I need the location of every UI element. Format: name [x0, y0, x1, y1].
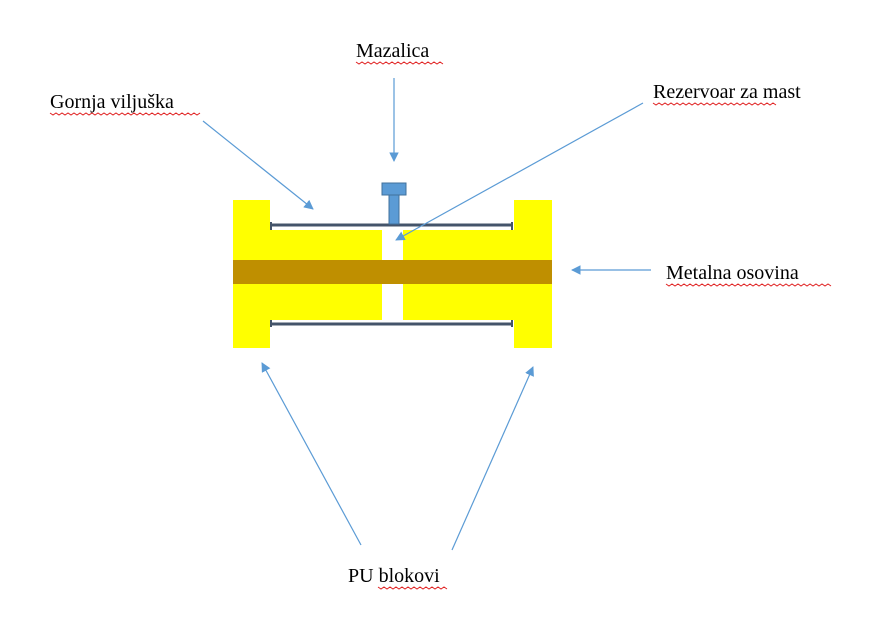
label-mazalica: Mazalica — [356, 40, 429, 62]
arrow-gornja-viljuska — [202, 120, 314, 210]
arrow-rezervoar — [395, 102, 644, 241]
metal-shaft — [233, 260, 552, 284]
spellcheck-metalna-osovina — [665, 283, 832, 287]
spellcheck-gornja-viljuska — [49, 112, 201, 116]
spellcheck-mazalica — [355, 61, 444, 65]
arrow-pu-left — [261, 362, 362, 546]
label-pu-blokovi: PU blokovi — [348, 565, 440, 587]
grease-nipple-stem — [388, 194, 400, 225]
arrow-pu-right — [451, 366, 534, 551]
spellcheck-blokovi — [377, 586, 448, 590]
spellcheck-rezervoar — [652, 102, 777, 106]
label-rezervoar: Rezervoar za mast — [653, 81, 801, 103]
label-gornja-viljuska: Gornja viljuška — [50, 91, 174, 113]
label-metalna-osovina: Metalna osovina — [666, 262, 799, 284]
grease-nipple-cap — [381, 182, 407, 196]
